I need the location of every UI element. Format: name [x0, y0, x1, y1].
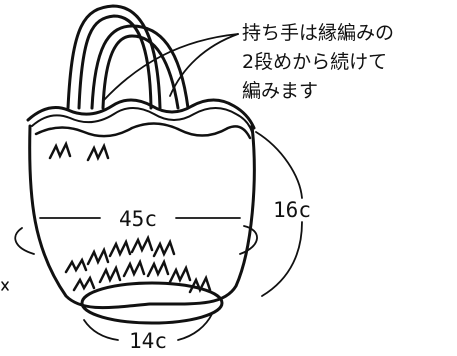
stray-mark: [1, 281, 9, 291]
annotation-line-1: 持ち手は縁編みの: [242, 22, 394, 44]
grass-motifs: [48, 140, 212, 294]
height-label: 16c: [273, 198, 311, 222]
circumference-dimension: 45c: [14, 207, 258, 255]
annotation-note: 持ち手は縁編みの 2段めから続けて 編みます: [242, 22, 394, 102]
bag-base: [80, 281, 224, 325]
circumference-label: 45c: [119, 207, 157, 231]
bag-body: [28, 124, 256, 310]
annotation-line-3: 編みます: [242, 80, 318, 102]
base-label: 14c: [129, 329, 167, 353]
bag-rim: [26, 98, 256, 140]
base-dimension: 14c: [83, 313, 213, 353]
height-dimension: 16c: [255, 131, 311, 297]
annotation-line-2: 2段めから続けて: [242, 51, 387, 73]
bag-handles: [66, 4, 190, 110]
annotation-leaders: [103, 33, 239, 101]
